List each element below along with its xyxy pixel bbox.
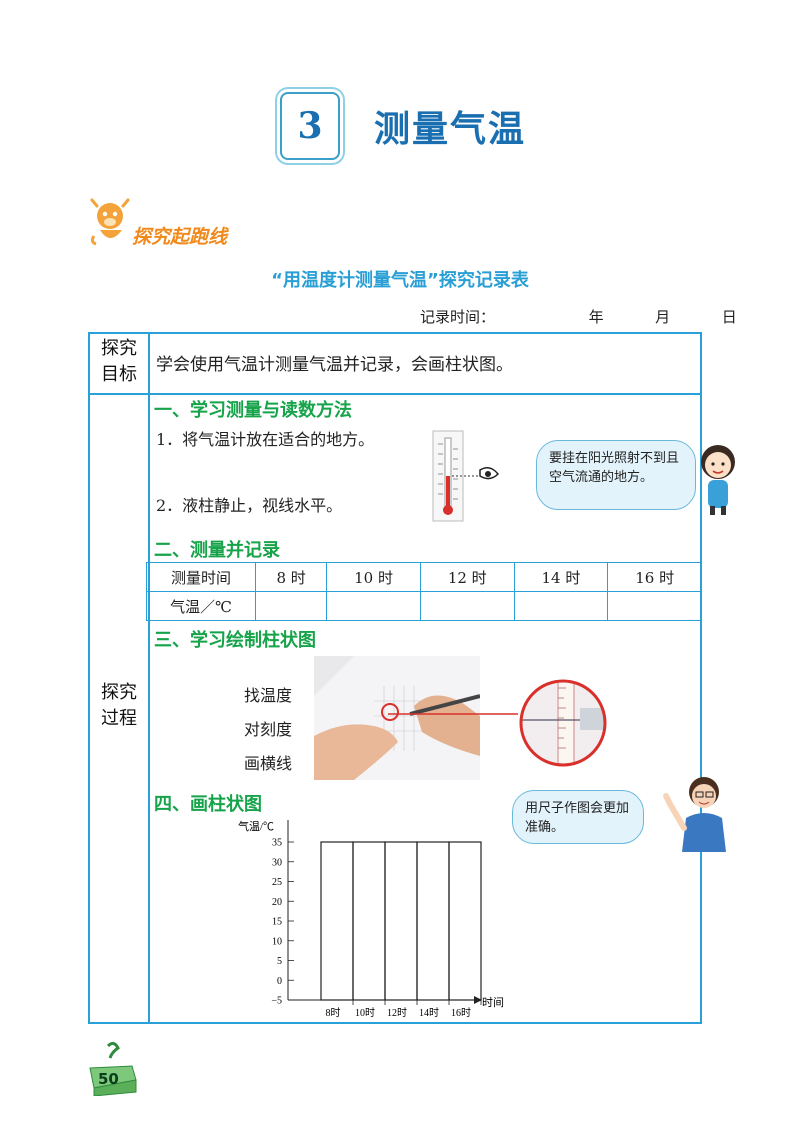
cow-mascot-icon xyxy=(90,198,130,246)
table-header-cell: 气温／℃ xyxy=(146,591,256,621)
ruler-tip-bubble: 用尺子作图会更加准确。 xyxy=(512,790,644,844)
chart-x-ticks: 8时 10时 12时 14时 16时 xyxy=(326,1000,482,1019)
chart-xlabel: 时间 xyxy=(482,996,504,1009)
chart-bars xyxy=(320,841,482,1001)
table-row: 测量时间 8 时 10 时 12 时 14 时 16 时 xyxy=(146,562,702,592)
process-head-line-1: 探究 xyxy=(101,682,137,703)
step2-text: 2．液柱静止，视线水平。 xyxy=(156,496,343,515)
chart-bar xyxy=(352,841,386,1001)
frame-divider-vertical xyxy=(148,334,150,1022)
month-label: 月 xyxy=(655,308,671,326)
table-header-cell: 16 时 xyxy=(607,562,702,592)
day-label: 日 xyxy=(721,308,737,326)
goal-row-header: 探究 目标 xyxy=(90,336,148,388)
goal-text: 学会使用气温计测量气温并记录，会画柱状图。 xyxy=(156,355,513,375)
teacher-character-icon xyxy=(663,777,726,852)
section-tag: 探究起跑线 xyxy=(132,226,228,248)
zoom-connector-line xyxy=(388,713,518,715)
table-header-cell: 12 时 xyxy=(419,562,515,592)
chapter-title: 测量气温 xyxy=(374,109,527,150)
drawing-photo xyxy=(314,656,480,780)
y-tick-label: 15 xyxy=(272,917,282,928)
chapter-number-badge: 3 xyxy=(280,92,340,160)
chart-bar xyxy=(320,841,354,1001)
record-table-frame xyxy=(88,332,702,1024)
chart-y-ticks: 35 30 25 20 15 10 5 0 −5 xyxy=(271,838,282,1007)
girl-character-icon xyxy=(701,445,735,515)
part1-heading: 一、学习测量与读数方法 xyxy=(154,400,352,421)
part3-heading: 三、学习绘制柱状图 xyxy=(154,630,316,651)
y-tick-label: 20 xyxy=(272,897,282,908)
table-header-cell: 8 时 xyxy=(254,562,328,592)
table-header-cell: 10 时 xyxy=(326,562,421,592)
temperature-input-cell[interactable] xyxy=(254,591,328,621)
x-tick-label: 12时 xyxy=(387,1007,407,1019)
part2-heading: 二、测量并记录 xyxy=(154,540,280,561)
goal-head-line-1: 探究 xyxy=(101,338,137,359)
chart-bar xyxy=(448,841,482,1001)
x-tick-label: 14时 xyxy=(419,1007,439,1019)
temperature-input-cell[interactable] xyxy=(419,591,515,621)
x-tick-label: 16时 xyxy=(451,1007,471,1019)
x-tick-label: 8时 xyxy=(326,1007,341,1019)
chart-bar xyxy=(416,841,450,1001)
step-label-draw: 画横线 xyxy=(244,754,293,773)
temperature-input-cell[interactable] xyxy=(326,591,421,621)
page-number: 50 xyxy=(98,1070,119,1088)
zoomed-detail-circle xyxy=(519,679,607,767)
table-row: 气温／℃ xyxy=(146,591,702,621)
step1-text: 1．将气温计放在适合的地方。 xyxy=(156,430,375,449)
process-row-header: 探究 过程 xyxy=(90,680,148,732)
step-label-align: 对刻度 xyxy=(244,720,293,739)
y-tick-label: −5 xyxy=(271,996,282,1007)
step-label-find: 找温度 xyxy=(244,686,293,705)
frame-divider-horizontal xyxy=(90,393,700,395)
thermometer-illustration xyxy=(432,430,500,522)
chart-bar xyxy=(384,841,418,1001)
x-tick-label: 10时 xyxy=(355,1007,375,1019)
temperature-input-cell[interactable] xyxy=(513,591,609,621)
part4-heading: 四、画柱状图 xyxy=(154,794,262,815)
temperature-input-cell[interactable] xyxy=(607,591,702,621)
temperature-bar-chart: 35 30 25 20 15 10 5 0 −5 8时 10时 12时 14时 16时 气温/℃ 时间 xyxy=(238,819,504,1019)
table-header-cell: 14 时 xyxy=(513,562,609,592)
year-label: 年 xyxy=(588,308,604,326)
y-tick-label: 0 xyxy=(277,976,282,987)
page-weight-icon xyxy=(89,1041,137,1096)
chart-grid xyxy=(288,841,294,1001)
goal-head-line-2: 目标 xyxy=(101,364,137,385)
y-tick-label: 10 xyxy=(272,936,282,947)
process-head-line-2: 过程 xyxy=(101,708,137,729)
temperature-record-table: 测量时间 8 时 10 时 12 时 14 时 16 时 气温／℃ xyxy=(146,562,702,621)
chart-ylabel: 气温/℃ xyxy=(238,819,274,833)
y-tick-label: 30 xyxy=(272,857,282,868)
thermometer-tip-bubble: 要挂在阳光照射不到且空气流通的地方。 xyxy=(536,440,696,510)
table-header-cell: 测量时间 xyxy=(146,562,256,592)
record-table-title: “用温度计测量气温”探究记录表 xyxy=(271,270,529,291)
y-tick-label: 35 xyxy=(272,838,282,849)
record-time-line: 记录时间： 年 月 日 xyxy=(420,306,737,327)
x-axis-arrow xyxy=(474,996,482,1004)
y-tick-label: 5 xyxy=(277,956,282,967)
record-time-label: 记录时间： xyxy=(420,308,496,326)
y-tick-label: 25 xyxy=(272,877,282,888)
